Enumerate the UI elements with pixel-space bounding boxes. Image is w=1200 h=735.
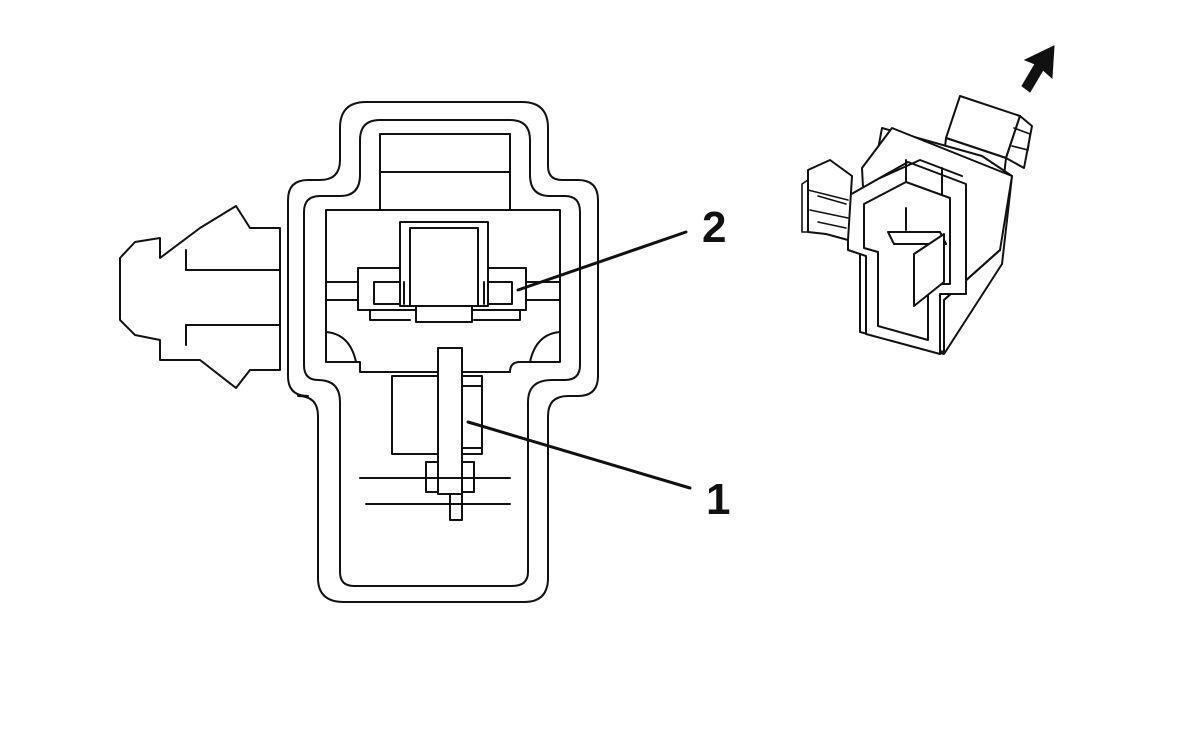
terminal-2 (357, 221, 527, 323)
leader-line-2 (516, 230, 688, 292)
pull-direction-arrow (1021, 45, 1055, 93)
housing-inner-rim (303, 119, 581, 587)
callout-1: 1 (466, 420, 730, 524)
terminal-cavity (325, 209, 561, 373)
terminal-1 (359, 347, 511, 521)
leader-line-1 (466, 420, 692, 490)
mounting-clip (119, 205, 281, 389)
connector-isometric-view (801, 45, 1055, 355)
callout-label-2: 2 (702, 203, 726, 252)
connector-face-view (119, 101, 599, 603)
callout-2: 2 (516, 203, 726, 292)
callout-label-1: 1 (706, 475, 730, 524)
